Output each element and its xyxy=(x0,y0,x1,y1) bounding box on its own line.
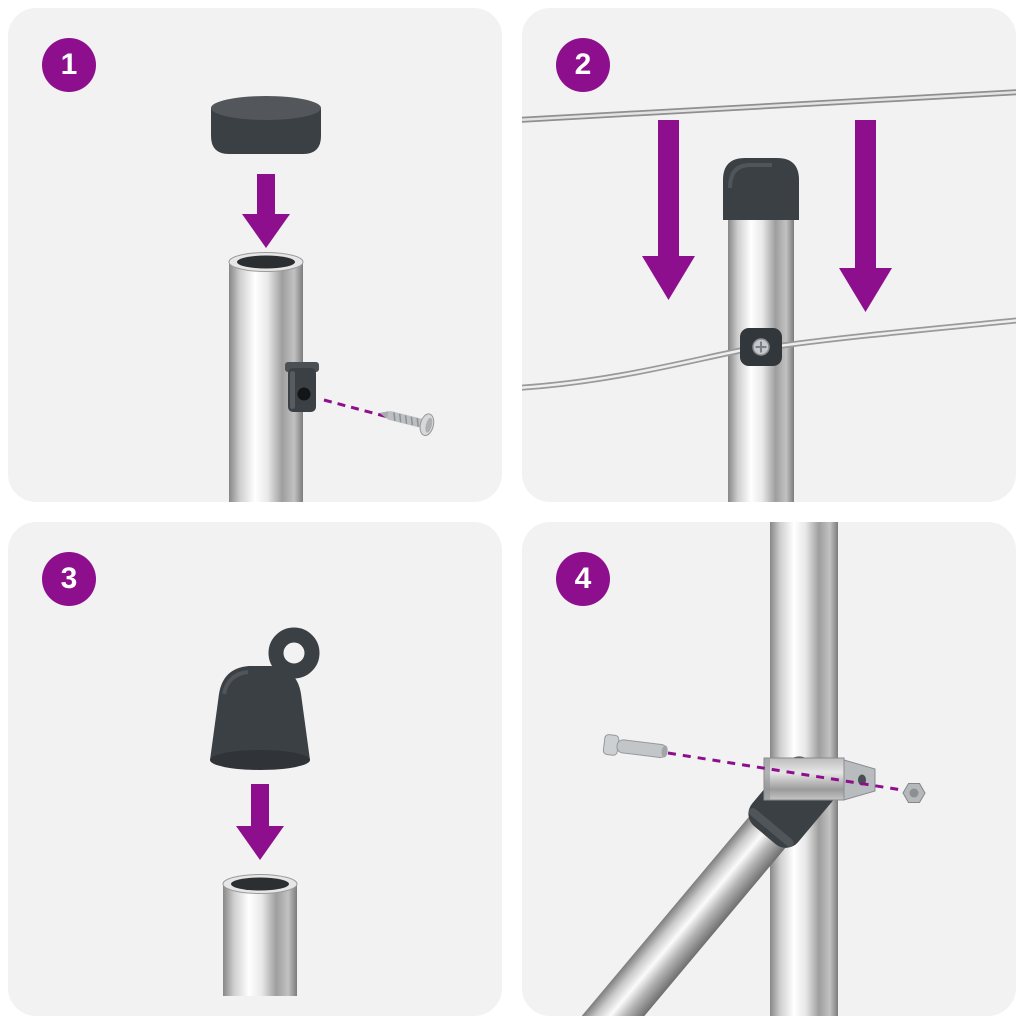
step-2-badge: 2 xyxy=(556,38,610,92)
illustration-step-2 xyxy=(522,89,1016,502)
screw xyxy=(379,411,435,437)
tension-wire xyxy=(522,317,1016,391)
top-wire xyxy=(522,89,1016,123)
arrow-down-icon-right xyxy=(839,120,892,312)
guide-dashed-line xyxy=(323,398,389,419)
step-panel-4: 4 xyxy=(522,522,1016,1016)
step-panel-3: 3 xyxy=(8,522,502,1016)
arrow-down-icon xyxy=(242,174,290,248)
step-4-badge: 4 xyxy=(556,552,610,606)
fitting-clamp xyxy=(285,362,319,412)
step-panel-2: 2 xyxy=(522,8,1016,502)
nut xyxy=(902,783,926,803)
step-2-number: 2 xyxy=(574,48,592,81)
clamp-band xyxy=(763,757,876,801)
step-panel-1: 1 xyxy=(8,8,502,502)
post xyxy=(222,874,298,996)
arrow-down-icon-left xyxy=(642,120,695,300)
step-4-number: 4 xyxy=(574,562,592,595)
illustration-step-3 xyxy=(210,627,320,996)
step-1-number: 1 xyxy=(60,48,78,81)
step-1-badge: 1 xyxy=(42,38,96,92)
guide-dashed-line xyxy=(667,751,903,792)
post-cap xyxy=(211,96,321,154)
post-cap xyxy=(723,158,799,220)
illustration-step-1 xyxy=(211,96,435,502)
wire-clamp xyxy=(740,328,782,366)
eyelet-cap xyxy=(210,627,320,770)
step-3-number: 3 xyxy=(60,562,78,595)
step-3-badge: 3 xyxy=(42,552,96,606)
illustration-step-4 xyxy=(581,522,926,1016)
arrow-down-icon xyxy=(236,784,284,860)
bolt xyxy=(602,734,668,758)
